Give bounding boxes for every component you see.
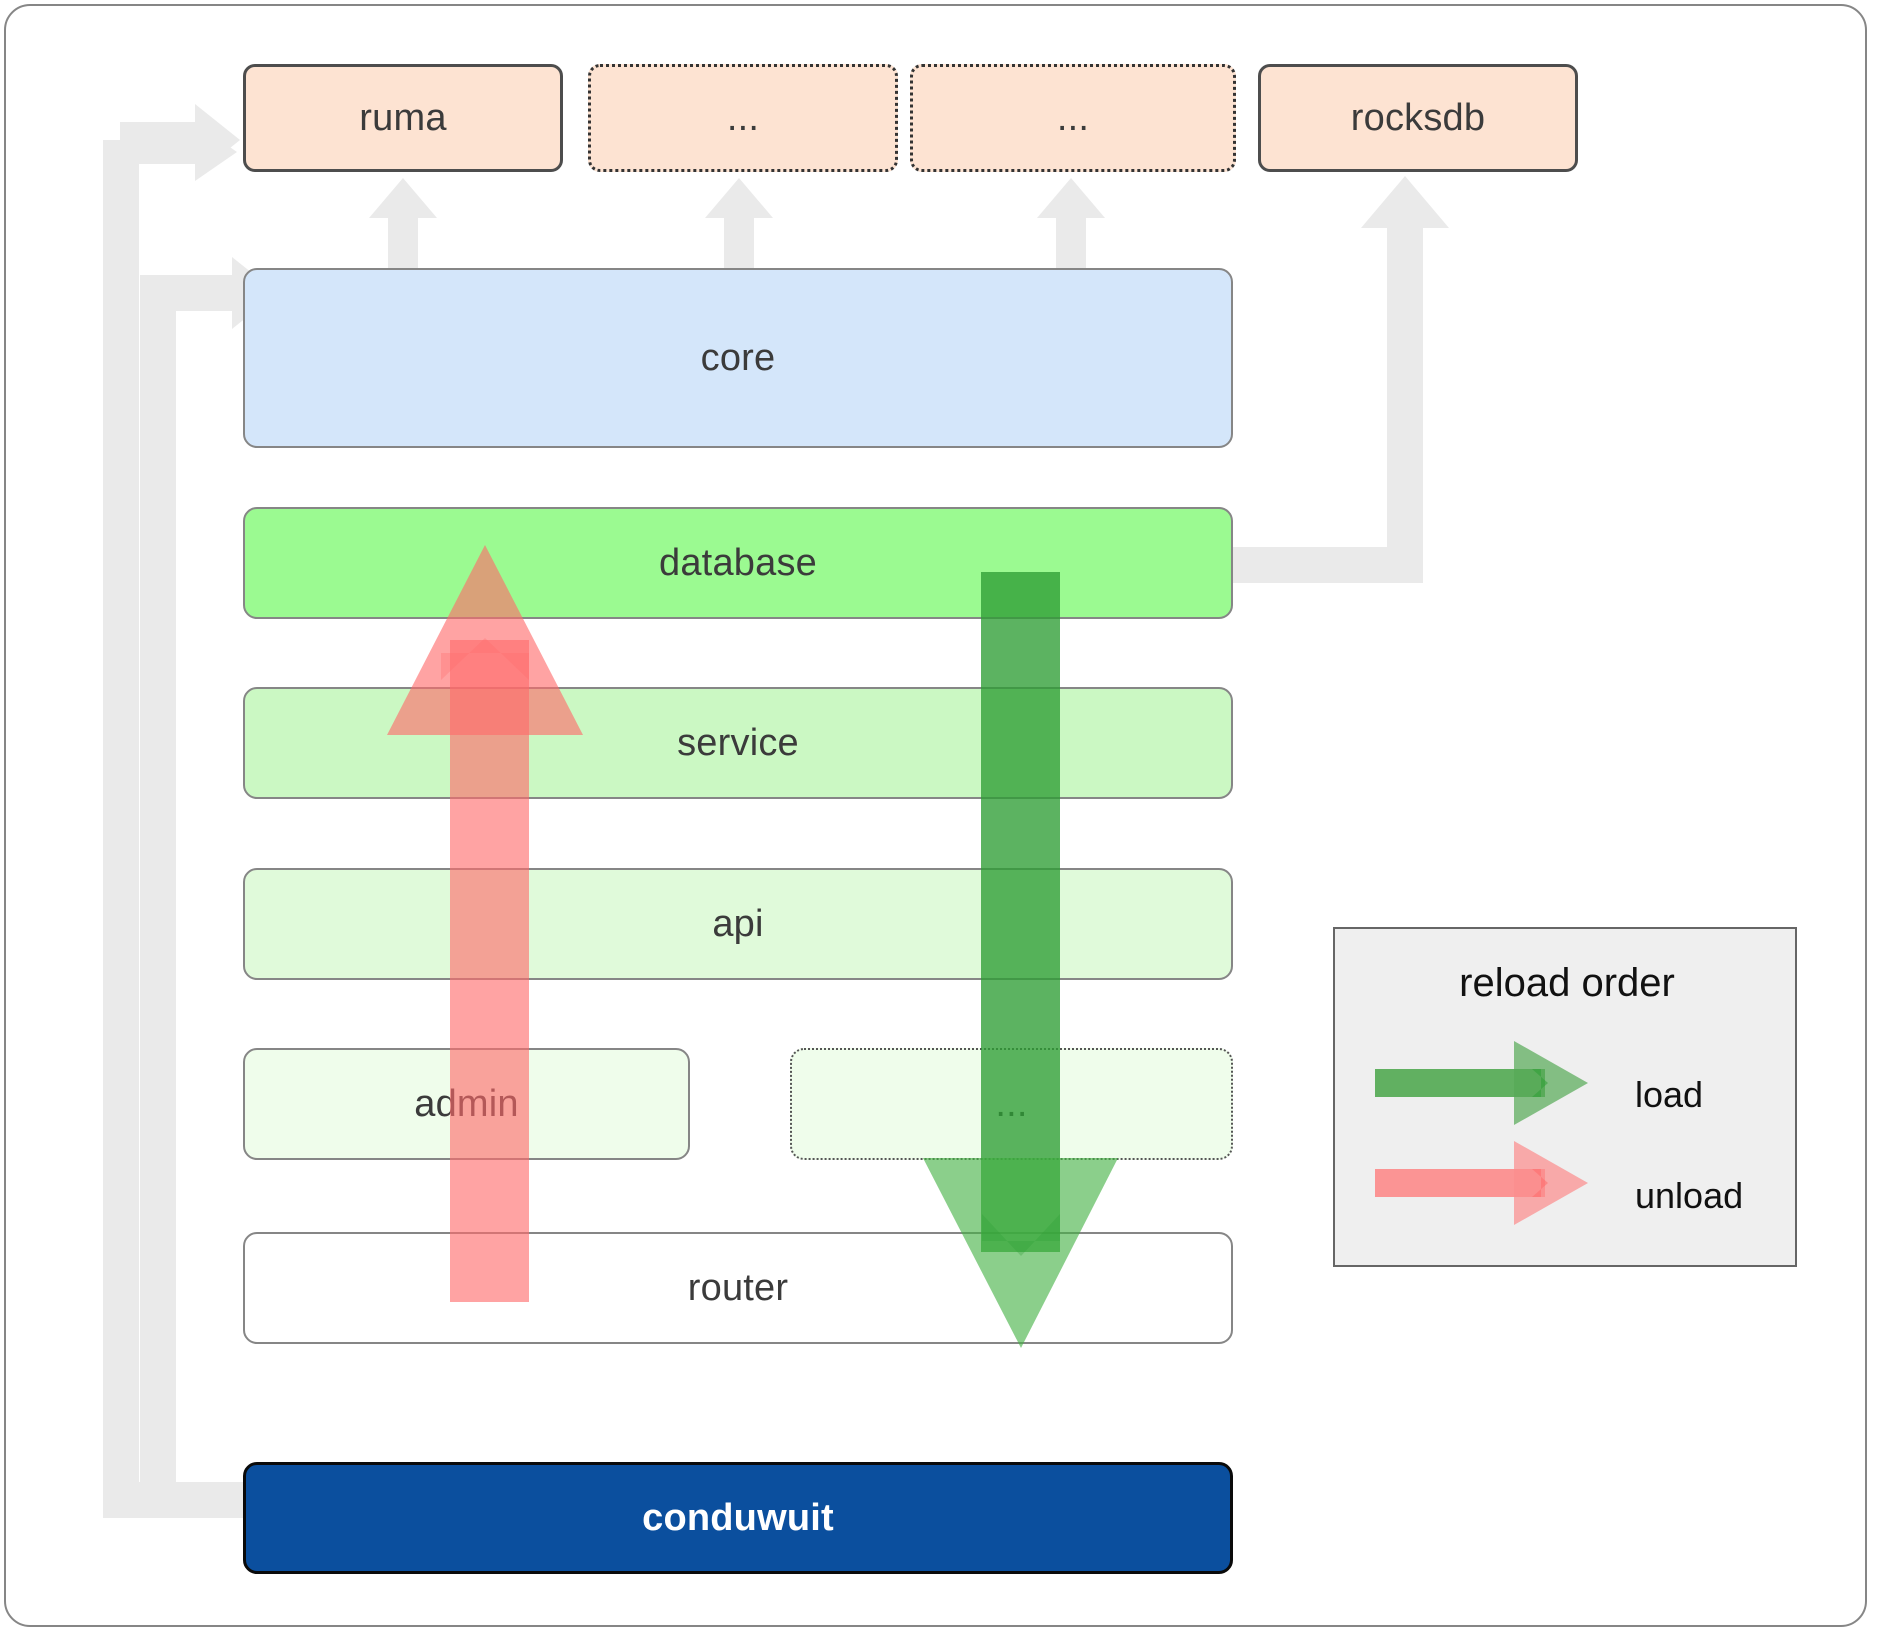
connector-core-to-dots1 (705, 178, 773, 272)
dep-box-ruma[interactable]: ruma (243, 64, 563, 172)
root-box-conduwuit[interactable]: conduwuit (243, 1462, 1233, 1574)
legend-title: reload order (1459, 961, 1675, 1005)
connector-core-to-dots2 (1037, 178, 1105, 272)
load-arrow-down (923, 572, 1118, 1348)
legend-unload-arrow-icon (1375, 1141, 1588, 1225)
connector-trunk-inner-cap-bottom (140, 1482, 243, 1518)
legend-label-load: load (1635, 1074, 1704, 1115)
unload-arrow-up (387, 545, 583, 1302)
root-label-conduwuit: conduwuit (642, 1497, 834, 1539)
legend-panel: reload order load unload (1333, 927, 1797, 1267)
dep-box-dots2[interactable]: ... (910, 64, 1236, 172)
legend-label-unload: unload (1635, 1175, 1744, 1216)
connector-database-to-rocksdb (1233, 176, 1449, 583)
connector-core-to-ruma (369, 178, 437, 272)
layer-box-api[interactable]: api (243, 868, 1233, 980)
connector-trunk-inner (140, 275, 176, 1518)
legend-arrow-layer (1375, 1041, 1588, 1225)
connector-arrow-to-ruma (120, 104, 240, 176)
legend-load-arrow-icon (1375, 1041, 1588, 1125)
connector-trunk-outer (103, 140, 139, 1518)
layer-box-database[interactable]: database (243, 507, 1233, 619)
